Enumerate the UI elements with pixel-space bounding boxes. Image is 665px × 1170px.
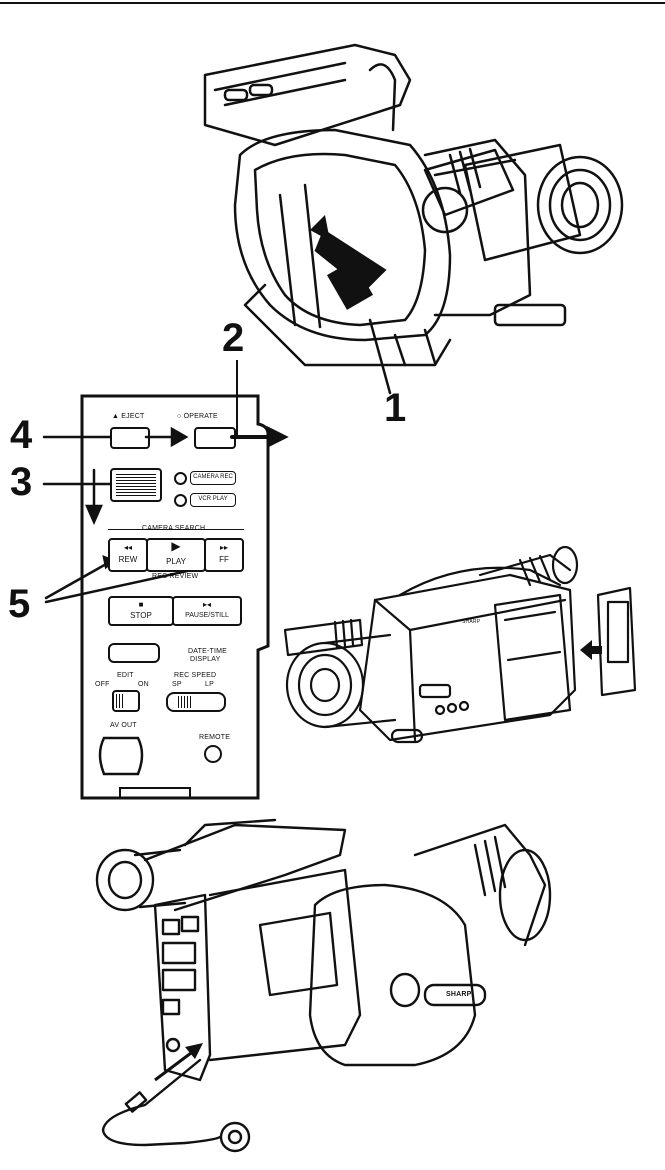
camera-search-bracket [108, 529, 244, 530]
play-icon: ▶ [171, 539, 181, 553]
callout-4: 4 [10, 413, 33, 457]
stop-icon: ■ [138, 600, 144, 609]
camcorder-rear-drawing [95, 818, 552, 1153]
edit-switch-knob [116, 694, 124, 708]
edit-label: EDIT [117, 672, 134, 679]
pause-still-label: PAUSE/STILL [185, 612, 229, 619]
push-arrow-icon [310, 215, 387, 310]
camera-rec-indicator: CAMERA REC [190, 471, 236, 485]
stop-button[interactable]: ■ STOP [108, 596, 174, 626]
remote-sensor [204, 745, 222, 763]
top-rule [0, 2, 665, 4]
rec-speed-switch[interactable] [166, 692, 226, 712]
jack-insert-arrow-icon [154, 1043, 203, 1082]
pause-icon: ▸◂ [202, 600, 212, 609]
av-cable-illustration [85, 815, 565, 1160]
ff-button[interactable]: ▸▸ FF [204, 538, 244, 572]
camera-rec-label: CAMERA REC [193, 474, 233, 480]
rec-review-label: REC REVIEW [152, 573, 199, 580]
ff-label: FF [219, 555, 229, 564]
battery-insert-illustration [195, 35, 645, 395]
camera-rec-lamp [174, 472, 187, 485]
rew-icon: ◂◂ [123, 543, 133, 552]
eject-label: ▲ EJECT [112, 413, 145, 420]
av-out-label: AV OUT [110, 722, 137, 729]
pause-still-button[interactable]: ▸◂ PAUSE/STILL [172, 596, 242, 626]
callout-1: 1 [384, 386, 407, 430]
battery-push-arrow-icon [580, 640, 602, 660]
vcr-play-indicator: VCR PLAY [190, 493, 236, 507]
callout-5: 5 [8, 582, 31, 626]
ff-icon: ▸▸ [219, 543, 229, 552]
vcr-play-label: VCR PLAY [198, 496, 228, 502]
rew-label: REW [118, 555, 138, 564]
remote-label: REMOTE [199, 734, 231, 741]
edit-switch[interactable] [112, 690, 140, 712]
rew-button[interactable]: ◂◂ REW [108, 538, 148, 572]
lp-label: LP [205, 681, 214, 688]
camera-rec-vcr-play-selector[interactable] [110, 468, 162, 502]
date-time-label-2: DISPLAY [190, 656, 221, 663]
camcorder-front-drawing [283, 545, 637, 744]
brand-label-front: SHARP [462, 619, 481, 625]
play-button[interactable]: ▶ PLAY [146, 538, 206, 572]
operate-switch[interactable] [194, 427, 236, 449]
brand-label-grip: SHARP [446, 991, 472, 998]
play-label: PLAY [166, 557, 186, 566]
sp-label: SP [172, 681, 182, 688]
stop-label: STOP [130, 611, 152, 620]
camera-search-label: CAMERA SEARCH [142, 525, 205, 533]
operate-label: ○ OPERATE [177, 413, 218, 420]
date-time-label-1: DATE-TIME [188, 648, 228, 655]
eject-switch[interactable] [110, 427, 150, 449]
av-out-jack-drawing [98, 736, 144, 776]
vcr-play-lamp [174, 494, 187, 507]
rec-speed-label: REC SPEED [174, 672, 217, 679]
rec-speed-knob [178, 696, 192, 708]
camcorder-battery-illustration [280, 540, 660, 760]
callout-2: 2 [222, 316, 245, 360]
camcorder-side-drawing [203, 43, 624, 395]
selector-ridges [116, 474, 156, 496]
edit-on-label: ON [138, 681, 149, 688]
callout-3: 3 [10, 460, 33, 504]
edit-off-label: OFF [95, 681, 110, 688]
av-out-jack[interactable] [92, 734, 150, 780]
date-time-display-button[interactable] [108, 643, 160, 663]
